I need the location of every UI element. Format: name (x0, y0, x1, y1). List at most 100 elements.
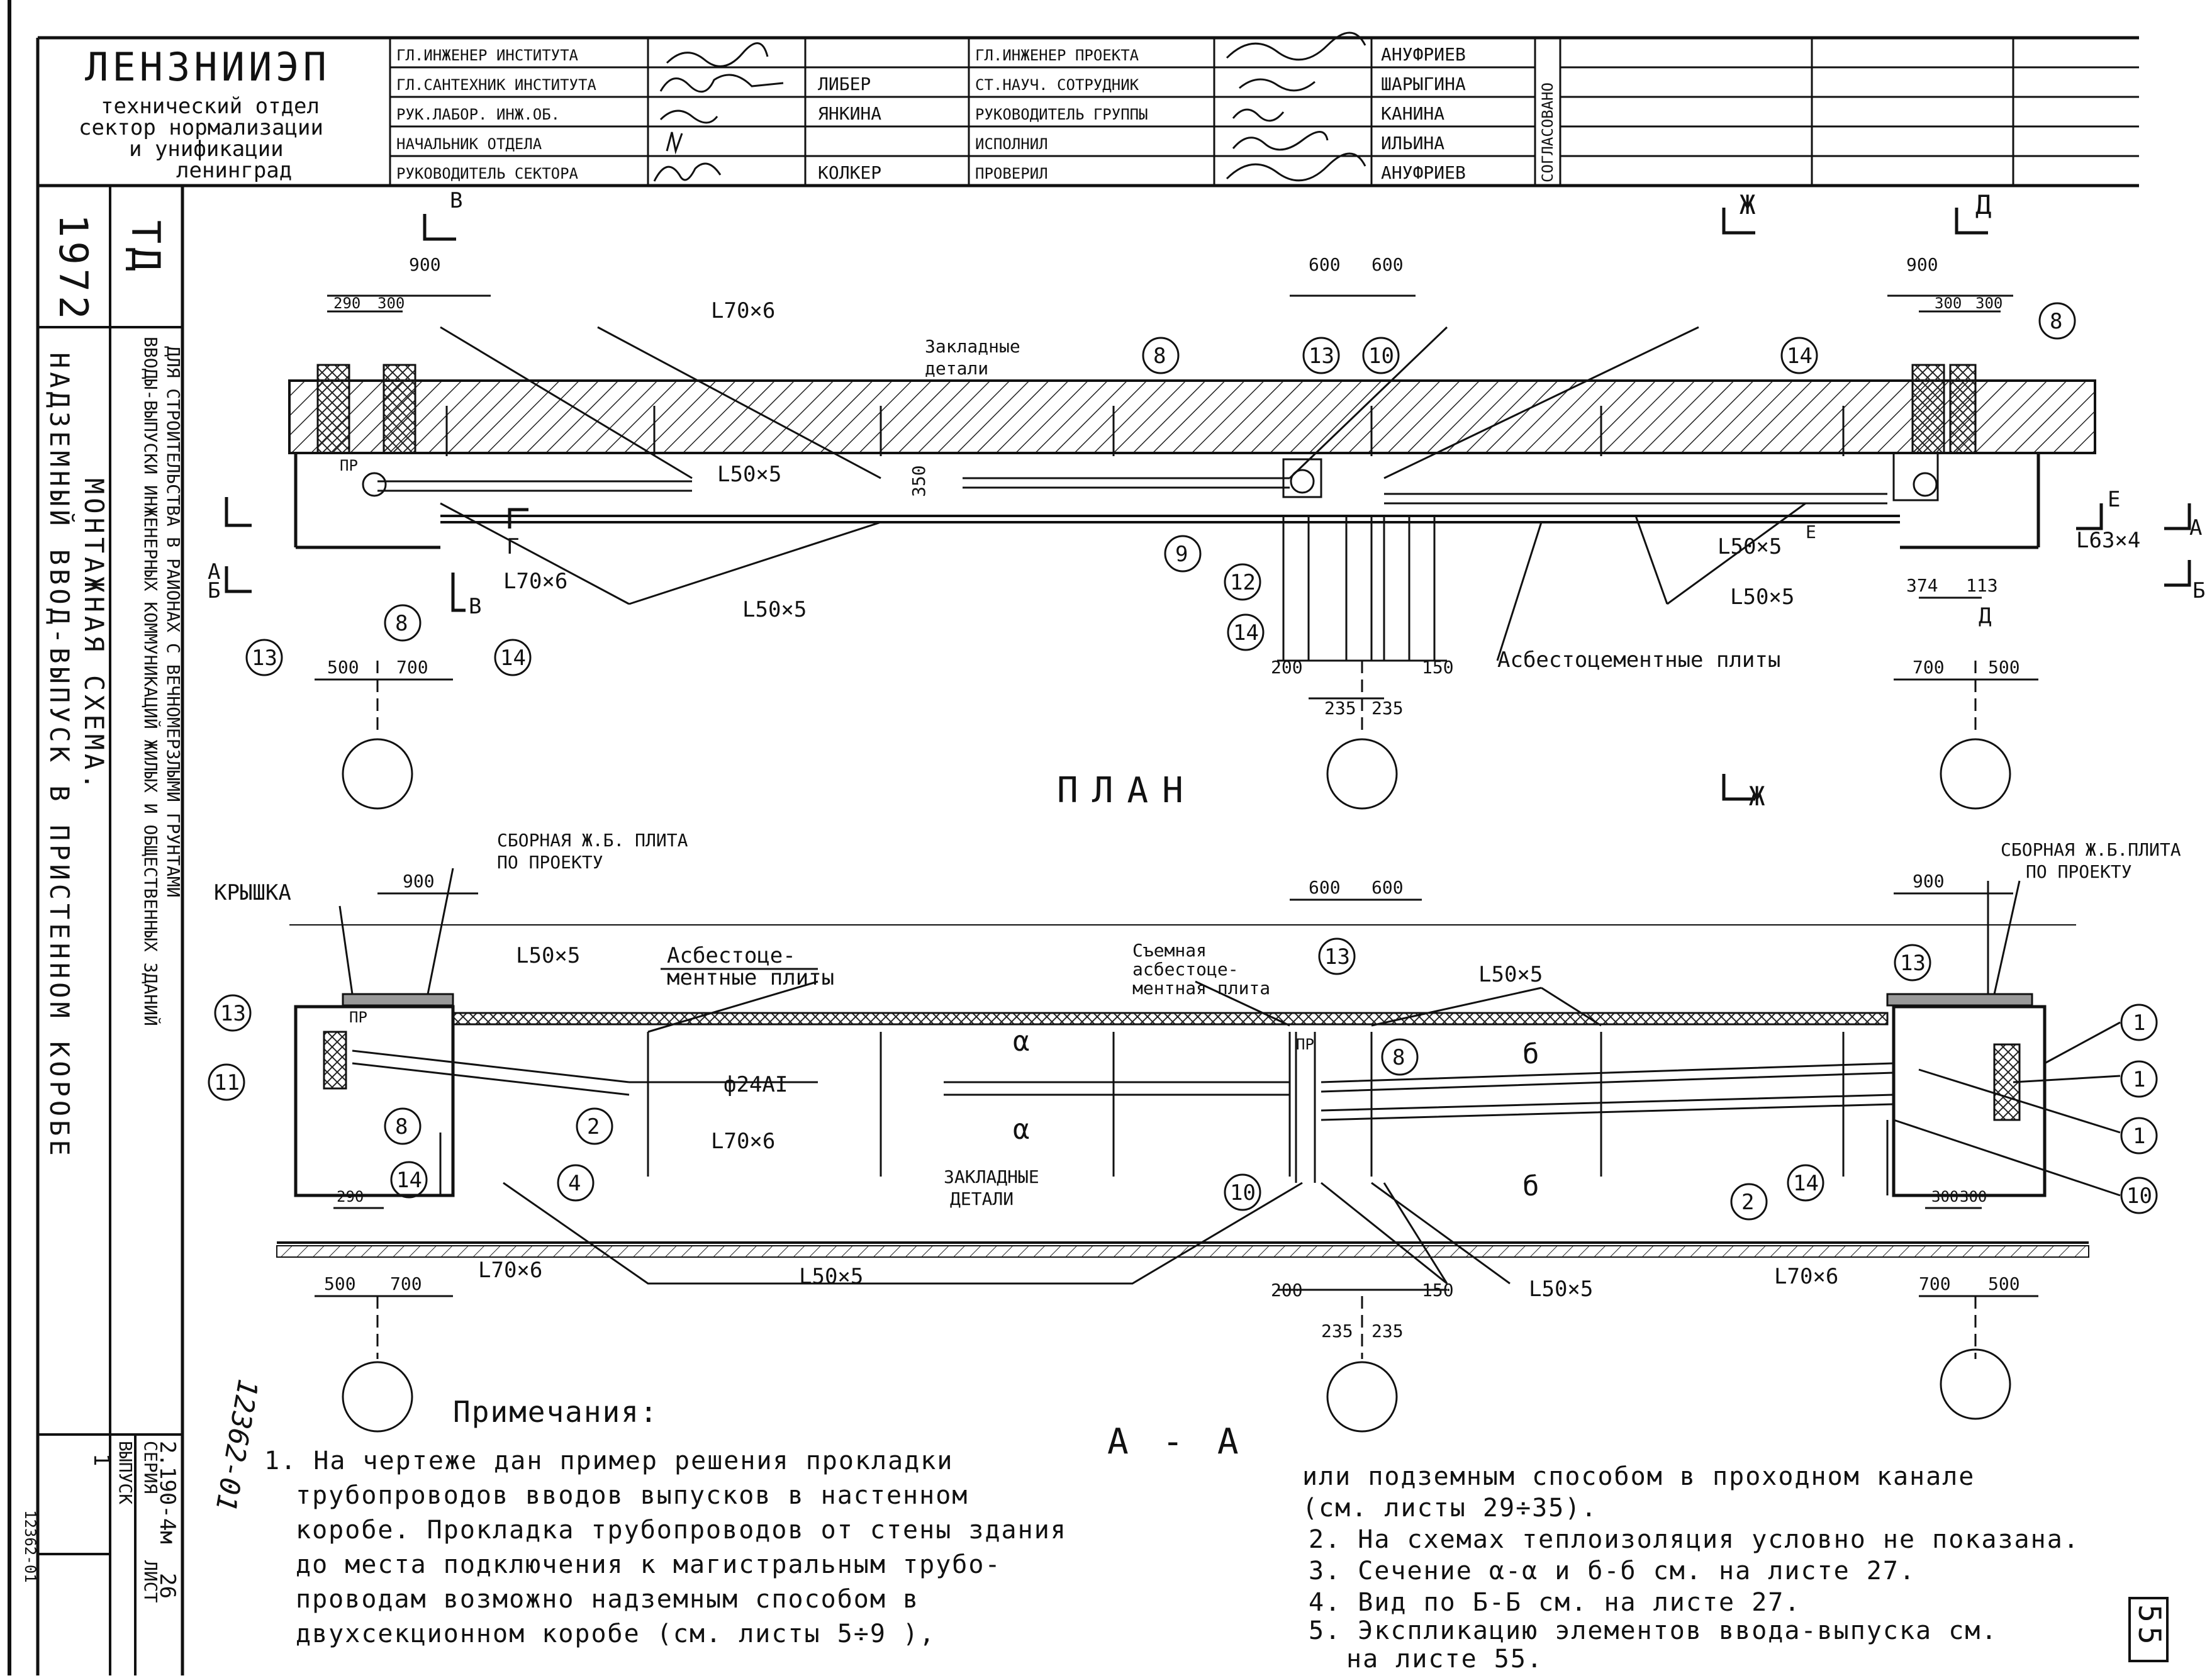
section-letter: В (469, 594, 481, 619)
role: ГЛ.ИНЖЕНЕР ИНСТИТУТА (396, 47, 579, 64)
name: ЯНКИНА (818, 103, 881, 124)
note-line: 5. Экспликацию элементов ввода-выпуска с… (1309, 1616, 1997, 1645)
callout-number: 13 (252, 646, 277, 671)
callout-number: 8 (2050, 309, 2062, 334)
slab-label: ПО ПРОЕКТУ (2026, 861, 2132, 882)
note-line: трубопроводов вводов выпусков в настенно… (296, 1481, 968, 1510)
section-drawing (276, 868, 2121, 1359)
project-line2: ДЛЯ СТРОИТЕЛЬСТВА В РАЙОНАХ С ВЕЧНОМЕРЗЛ… (163, 346, 184, 898)
sheet-label: ЛИСТ (140, 1560, 161, 1603)
callout-number: 13 (1900, 951, 1926, 976)
profile-label: L50×5 (1718, 534, 1782, 559)
callout-number: 13 (1324, 944, 1350, 970)
role: СТ.НАУЧ. СОТРУДНИК (975, 76, 1139, 94)
callout-number: 8 (1153, 344, 1166, 369)
callout-number: 4 (568, 1171, 581, 1196)
dim: 350 (908, 465, 929, 497)
slab-label: СБОРНАЯ Ж.Б.ПЛИТА (2001, 839, 2181, 860)
section-mark: б (1522, 1038, 1543, 1070)
note-line: проводам возможно надземным способом в (296, 1585, 919, 1614)
dim: 300 (1935, 294, 1962, 312)
dept-line: сектор нормализации (79, 115, 323, 140)
note-line: до места подключения к магистральным тру… (296, 1550, 1002, 1579)
profile-label: L50×5 (717, 462, 781, 487)
section-letter: Д (1979, 603, 1991, 629)
edge-code: 12362-01 (21, 1510, 39, 1583)
slab-label: ПО ПРОЕКТУ (497, 852, 603, 873)
section-markers: В Ж Д А Б Г В Е А Б Е Д Ж (208, 188, 2205, 812)
dim: 700 (396, 657, 428, 678)
note-line: коробе. Прокладка трубопроводов от стены… (296, 1516, 1067, 1545)
callout-number: 10 (1368, 344, 1394, 369)
section-mark: б (1522, 1170, 1543, 1202)
dim: 300 (1960, 1188, 1987, 1205)
note-line: 2. На схемах теплоизоляция условно не по… (1309, 1525, 2080, 1554)
note-line: 1. На чертеже дан пример решения проклад… (264, 1446, 953, 1475)
role: ГЛ.ИНЖЕНЕР ПРОЕКТА (975, 47, 1139, 64)
section-mark: α (1013, 1026, 1034, 1058)
callout-number: 11 (214, 1070, 240, 1095)
callout-number: 1 (2133, 1124, 2145, 1149)
role: ИСПОЛНИЛ (975, 135, 1048, 153)
dim: 500 (327, 657, 359, 678)
section-title: А - А (1107, 1421, 1245, 1462)
name: ИЛЬИНА (1381, 133, 1444, 154)
dim: 200 (1271, 1280, 1303, 1300)
asbestos-label: ментные плиты (667, 965, 834, 990)
dept-line: технический отдел (101, 94, 320, 119)
dim: 600 (1309, 254, 1341, 275)
callout-number: 2 (587, 1114, 600, 1139)
section-letter: Ж (1740, 189, 1759, 220)
dim: 235 (1371, 1321, 1404, 1341)
section-labels: СБОРНАЯ Ж.Б. ПЛИТА ПО ПРОЕКТУ СБОРНАЯ Ж.… (214, 830, 2181, 1462)
dim: 150 (1422, 1280, 1454, 1300)
dim: 235 (1324, 698, 1356, 719)
note-line: или подземным способом в проходном канал… (1302, 1462, 1975, 1491)
profile-label: L50×5 (1529, 1277, 1593, 1302)
note-line: двухсекционном коробе (см. листы 5÷9 ), (296, 1619, 936, 1648)
dim: 290 (337, 1188, 364, 1205)
profile-label: L50×5 (1478, 962, 1543, 987)
note-line: 3. Сечение α-α и б-б см. на листе 27. (1309, 1557, 1916, 1586)
removable-label: ментная плита (1132, 978, 1270, 998)
callout-number: 14 (1787, 344, 1813, 369)
section-callouts: 13 11 8 14 2 4 13 8 10 2 14 13 1 1 1 10 (208, 937, 2158, 1221)
section-mark: α (1013, 1114, 1034, 1146)
role: РУК.ЛАБОР. ИНЖ.ОБ. (396, 106, 560, 123)
callout-number: 14 (396, 1168, 422, 1193)
section-letter: Д (1975, 189, 1995, 220)
section-letter: Е (2108, 487, 2120, 512)
section-letter: Б (208, 578, 220, 603)
callout-number: 10 (2126, 1183, 2152, 1209)
name: АНУФРИЕВ (1381, 162, 1466, 183)
profile-label: L63×4 (2076, 528, 2140, 553)
rebar-label: ф24АI (723, 1072, 788, 1097)
dim: 900 (403, 871, 435, 892)
name: КОЛКЕР (818, 162, 881, 183)
profile-label: L50×5 (516, 943, 580, 968)
plan-labels: 900 290 300 600 600 900 300 300 500 700 … (327, 254, 2140, 811)
profile-label: L50×5 (799, 1264, 863, 1289)
callout-number: 10 (1230, 1180, 1256, 1205)
dim: 300 (1975, 294, 2003, 312)
removable-label: Съемная (1132, 940, 1207, 961)
year: 1972 (50, 214, 96, 323)
dim: 900 (409, 254, 441, 275)
sheet-number: 26 (155, 1573, 180, 1599)
title-text: ЛЕНЗНИИЭП технический отдел сектор норма… (79, 44, 1556, 183)
section-letter: Е (1806, 522, 1816, 542)
signatures (653, 31, 1366, 182)
role: ГЛ.САНТЕХНИК ИНСТИТУТА (396, 76, 596, 94)
dim: 500 (1988, 657, 2020, 678)
callout-number: 9 (1175, 542, 1188, 567)
series: 2.190-4м (155, 1441, 180, 1544)
profile-label: L70×6 (711, 1129, 775, 1154)
callout-number: 8 (1392, 1045, 1405, 1070)
side-strip (38, 186, 182, 1675)
callout-number: 2 (1741, 1190, 1754, 1215)
section-letter: Ж (1749, 781, 1768, 812)
profile-label: L70×6 (711, 298, 775, 323)
sheet-title2: МОНТАЖНАЯ СХЕМА. (79, 478, 109, 793)
section-letter: А (2189, 515, 2202, 540)
